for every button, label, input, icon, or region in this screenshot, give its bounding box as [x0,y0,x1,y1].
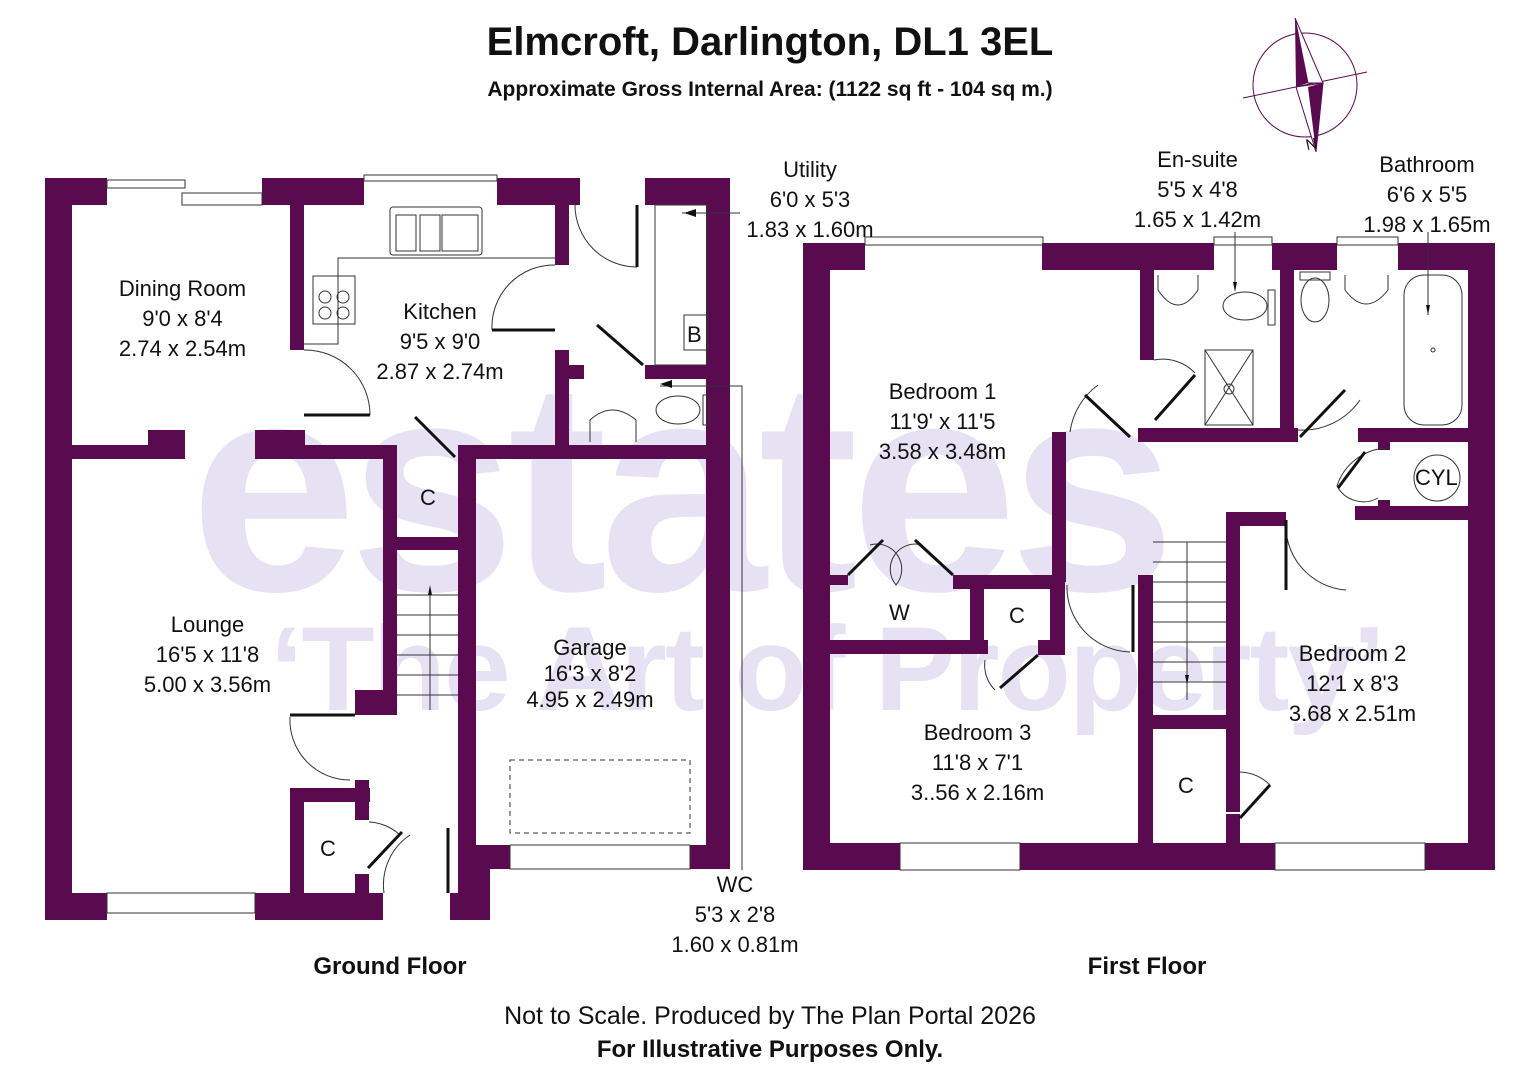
room-name: WC [716,872,754,897]
room-bedroom-3: Bedroom 3 11'8 x 7'1 3..56 x 2.16m [895,718,1060,808]
room-name: Dining Room [118,276,247,301]
illustrative-note: For Illustrative Purposes Only. [596,1036,944,1063]
room-metric: 3.58 x 3.48m [878,439,1007,464]
first-floor-walls [803,243,1495,870]
room-bedroom-1: Bedroom 1 11'9' x 11'5 3.58 x 3.48m [860,377,1025,467]
room-garage: Garage 16'3 x 8'2 4.95 x 2.49m [505,635,675,713]
room-name: Garage [553,635,627,660]
room-name: Lounge [170,612,245,637]
room-bathroom: Bathroom 6'6 x 5'5 1.98 x 1.65m [1352,150,1502,240]
room-imperial: 5'5 x 4'8 [1157,177,1238,202]
room-name: Utility [783,157,837,182]
room-name: Bedroom 3 [923,720,1032,745]
room-imperial: 9'0 x 8'4 [142,306,223,331]
room-imperial: 6'0 x 5'3 [769,187,851,212]
ground-floor-label: Ground Floor [313,953,467,980]
room-name: Bedroom 1 [888,379,997,404]
room-metric: 1.60 x 0.81m [671,932,799,957]
room-metric: 3.68 x 2.51m [1288,701,1417,726]
first-floor-label: First Floor [1087,953,1207,980]
cupboard-tag: C [320,836,336,861]
room-name: En-suite [1157,147,1238,172]
room-imperial: 11'9' x 11'5 [889,409,996,434]
room-dining-room: Dining Room 9'0 x 8'4 2.74 x 2.54m [90,274,275,364]
room-name: Bedroom 2 [1298,641,1407,666]
ground-floor-walls [45,178,730,920]
room-wc: WC 5'3 x 2'8 1.60 x 0.81m [660,870,810,960]
wardrobe-tag: W [889,600,910,625]
cupboard-tag: C [1009,603,1025,628]
disclaimer-text: Not to Scale. Produced by The Plan Porta… [504,1002,1036,1030]
room-name: Bathroom [1379,152,1475,177]
room-utility: Utility 6'0 x 5'3 1.83 x 1.60m [735,155,885,245]
first-floor-fixtures [864,232,1463,871]
gross-internal-area: Approximate Gross Internal Area: (1122 s… [487,78,1053,101]
room-bedroom-2: Bedroom 2 12'1 x 8'3 3.68 x 2.51m [1270,639,1435,729]
room-metric: 1.65 x 1.42m [1133,207,1262,232]
room-metric: 1.98 x 1.65m [1363,212,1491,237]
room-metric: 5.00 x 3.56m [143,672,272,697]
room-lounge: Lounge 16'5 x 11'8 5.00 x 3.56m [115,610,300,700]
room-imperial: 11'8 x 7'1 [931,750,1024,775]
room-imperial: 16'5 x 11'8 [155,642,260,667]
room-metric: 3..56 x 2.16m [910,780,1045,805]
room-imperial: 16'3 x 8'2 [543,661,637,686]
cupboard-tag: C [1178,773,1194,798]
ground-floor-door-leaves [290,205,644,893]
room-en-suite: En-suite 5'5 x 4'8 1.65 x 1.42m [1125,145,1270,235]
first-floor-door-leaves [846,374,1367,820]
cupboard-tag: C [420,485,436,510]
room-metric: 2.74 x 2.54m [118,336,247,361]
hot-water-cylinder-tag: CYL [1415,465,1458,490]
room-imperial: 5'3 x 2'8 [694,902,776,927]
room-kitchen: Kitchen 9'5 x 9'0 2.87 x 2.74m [355,297,525,387]
room-metric: 2.87 x 2.74m [376,359,504,384]
room-name: Kitchen [403,299,477,324]
page-title: Elmcroft, Darlington, DL1 3EL [486,20,1054,64]
room-metric: 4.95 x 2.49m [526,687,654,712]
room-imperial: 9'5 x 9'0 [399,329,481,354]
room-metric: 1.83 x 1.60m [746,217,874,242]
ground-floor-fixtures [106,174,743,914]
boiler-tag: B [687,322,702,347]
compass-north-arrow-icon [1242,17,1368,153]
room-imperial: 6'6 x 5'5 [1386,182,1468,207]
room-imperial: 12'1 x 8'3 [1306,671,1399,696]
